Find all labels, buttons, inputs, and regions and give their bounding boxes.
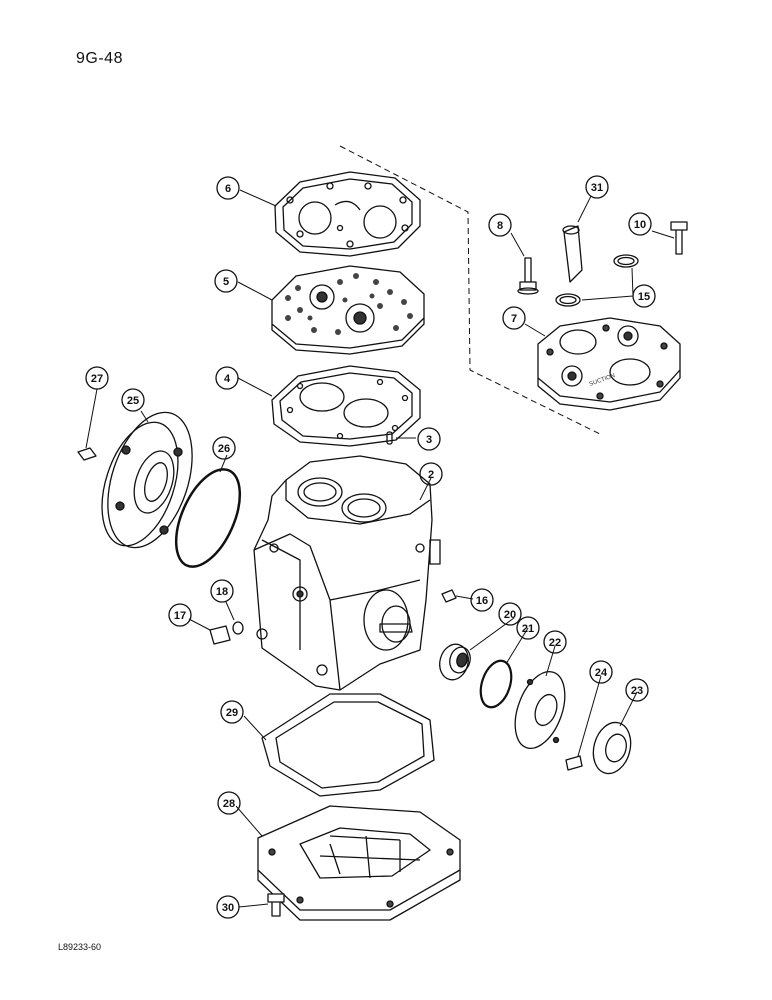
callout-24-circle xyxy=(589,660,613,684)
callout-8-circle xyxy=(488,213,512,237)
callout-7-circle xyxy=(502,306,526,330)
callout-18: 18 xyxy=(216,586,228,598)
callout-2-circle xyxy=(419,462,443,486)
callout-16-circle xyxy=(470,588,494,612)
o-ring-15b xyxy=(555,293,581,307)
service-valve-31 xyxy=(562,225,583,283)
callout-3-circle xyxy=(417,427,441,451)
callout-15-circle xyxy=(632,284,656,308)
callout-30: 30 xyxy=(222,902,234,914)
oil-plug-17 xyxy=(209,625,231,645)
callout-31-circle xyxy=(585,175,609,199)
callout-23-circle xyxy=(625,678,649,702)
callout-29-circle xyxy=(220,700,244,724)
o-ring-21 xyxy=(479,659,513,709)
callout-30-circle xyxy=(216,895,240,919)
head-bolt-8 xyxy=(517,257,539,295)
seal-cap-23 xyxy=(592,721,632,775)
o-ring-26 xyxy=(174,468,242,568)
bolt-30 xyxy=(267,893,285,917)
callout-4: 4 xyxy=(224,373,231,385)
valve-plate xyxy=(271,265,425,355)
callout-20-circle xyxy=(498,602,522,626)
callout-26: 26 xyxy=(218,443,230,455)
callout-15: 15 xyxy=(638,291,650,303)
head-gasket xyxy=(271,365,421,447)
callout-24: 24 xyxy=(595,667,608,679)
callout-21: 21 xyxy=(522,623,534,635)
callout-5-circle xyxy=(214,269,238,293)
callout-25: 25 xyxy=(127,395,139,407)
o-ring-18 xyxy=(232,621,244,635)
bottom-plate xyxy=(257,805,461,921)
callout-31: 31 xyxy=(591,182,603,194)
seal-plate-22 xyxy=(514,671,566,749)
callout-21-circle xyxy=(516,616,540,640)
callout-10-circle xyxy=(628,212,652,236)
callout-5: 5 xyxy=(223,276,229,288)
callout-7: 7 xyxy=(511,313,517,325)
callout-3: 3 xyxy=(426,434,432,446)
screw-24 xyxy=(565,755,583,771)
callout-29: 29 xyxy=(226,707,238,719)
callout-23: 23 xyxy=(631,685,643,697)
figure-code: L89233-60 xyxy=(58,942,102,952)
head-bolt-10 xyxy=(670,221,688,255)
callout-10: 10 xyxy=(634,219,646,231)
callout-18-circle xyxy=(210,579,234,603)
woodruff-key xyxy=(441,589,457,603)
callout-17-circle xyxy=(168,603,192,627)
dowel-pin xyxy=(386,431,393,445)
callout-20: 20 xyxy=(504,609,516,621)
valve-plate-gasket xyxy=(274,171,421,257)
page-label: 9G-48 xyxy=(76,50,123,67)
callout-25-circle xyxy=(121,388,145,412)
callout-8: 8 xyxy=(497,220,503,232)
callout-17: 17 xyxy=(174,610,186,622)
callout-28: 28 xyxy=(223,798,235,810)
callout-6: 6 xyxy=(225,183,231,195)
callout-16: 16 xyxy=(476,595,488,607)
callout-2: 2 xyxy=(428,469,434,481)
cylinder-head: SUCTION xyxy=(537,317,681,411)
callouts xyxy=(85,175,656,919)
callout-22: 22 xyxy=(549,637,561,649)
callout-26-circle xyxy=(212,436,236,460)
end-cover-25 xyxy=(101,411,193,549)
compressor-body xyxy=(253,455,441,691)
callout-27: 27 xyxy=(91,373,103,385)
callout-6-circle xyxy=(216,176,240,200)
shaft-seal-20 xyxy=(439,643,471,681)
callout-27-circle xyxy=(85,366,109,390)
screw-27 xyxy=(77,447,97,461)
callout-28-circle xyxy=(217,791,241,815)
base-gasket xyxy=(261,693,435,797)
leader-lines xyxy=(85,189,675,908)
alignment-dashed-line xyxy=(339,145,601,435)
o-ring-15a xyxy=(613,254,639,268)
callout-22-circle xyxy=(543,630,567,654)
callout-4-circle xyxy=(215,366,239,390)
